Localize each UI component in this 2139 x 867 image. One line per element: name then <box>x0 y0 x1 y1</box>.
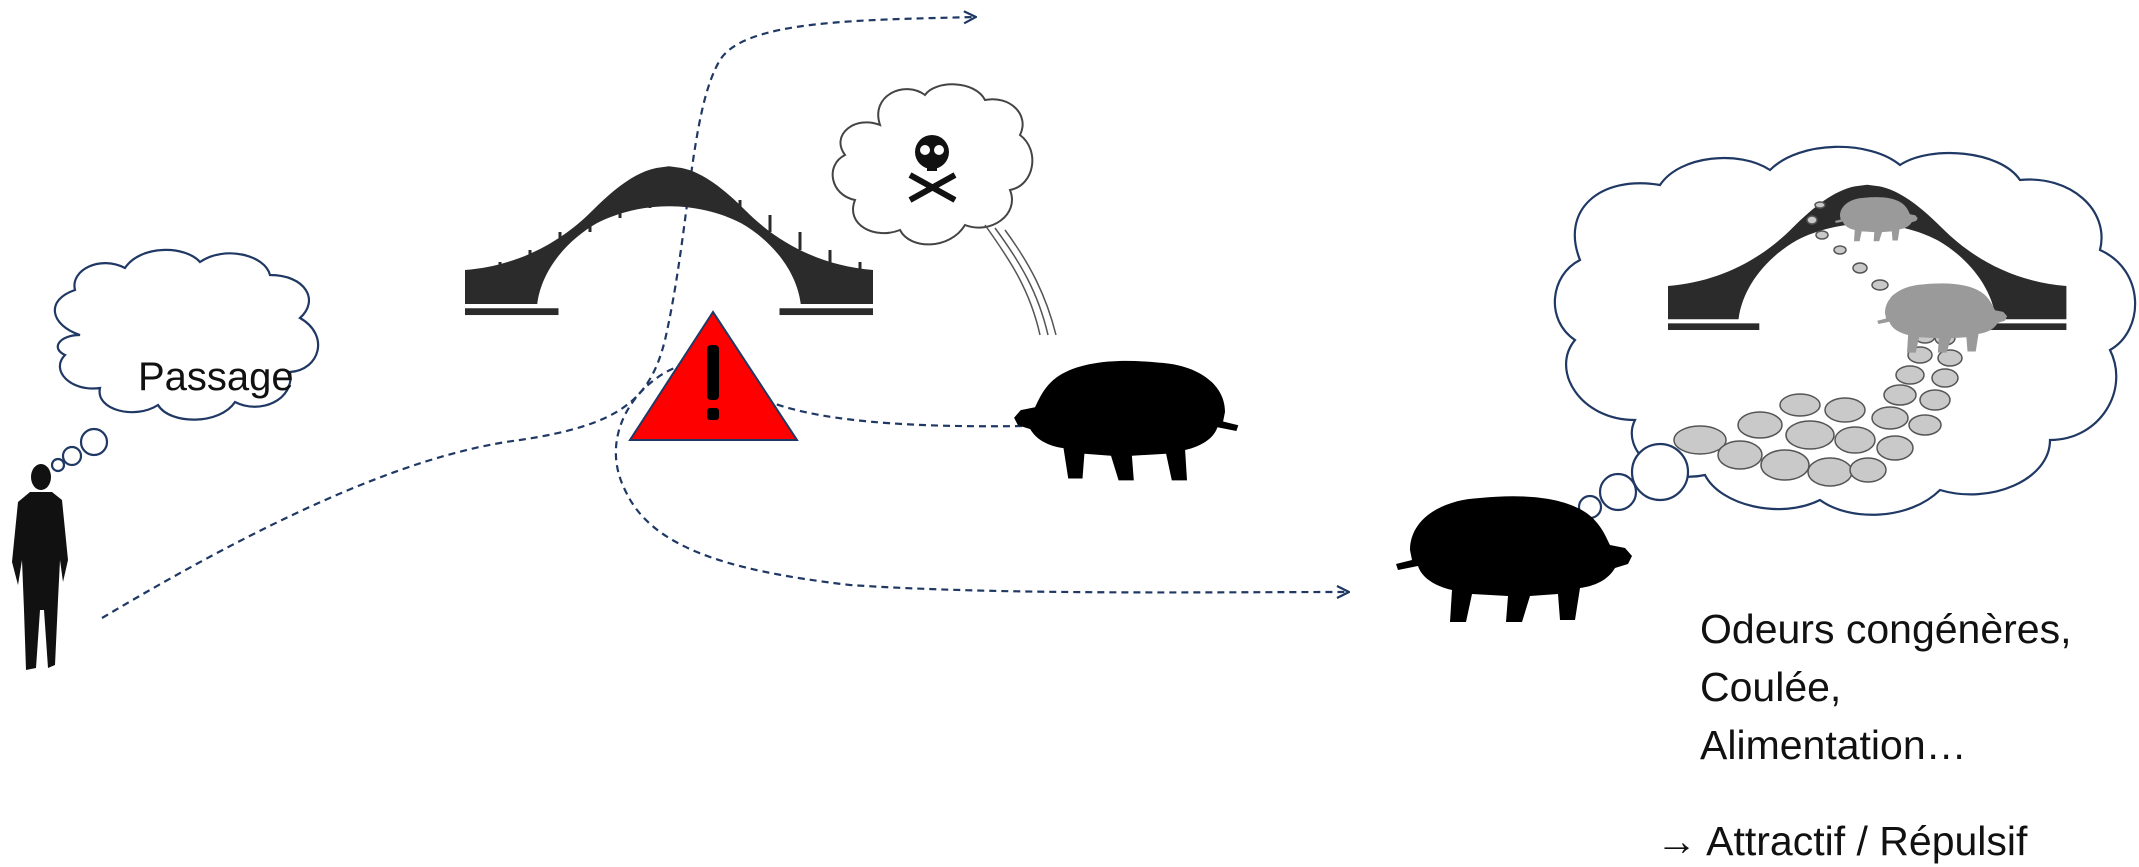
factor-odeurs: Odeurs congénères, <box>1700 600 2072 658</box>
wild-boar-icon <box>1014 361 1238 480</box>
factor-alimentation: Alimentation… <box>1700 716 2072 774</box>
thought-bubble-label: Passage <box>138 355 294 400</box>
human-silhouette-icon <box>12 464 68 670</box>
bridge-icon <box>465 166 873 315</box>
warning-triangle-icon <box>630 312 797 440</box>
conclusion-text: Attractif / Répulsif <box>1706 818 2027 864</box>
factors-list: Odeurs congénères, Coulée, Alimentation… <box>1700 600 2072 774</box>
conclusion-line: → Attractif / Répulsif <box>1656 818 2027 865</box>
right-arrow-icon: → <box>1656 818 1697 864</box>
factor-coulee: Coulée, <box>1700 658 2072 716</box>
smell-wisps <box>985 225 1056 335</box>
